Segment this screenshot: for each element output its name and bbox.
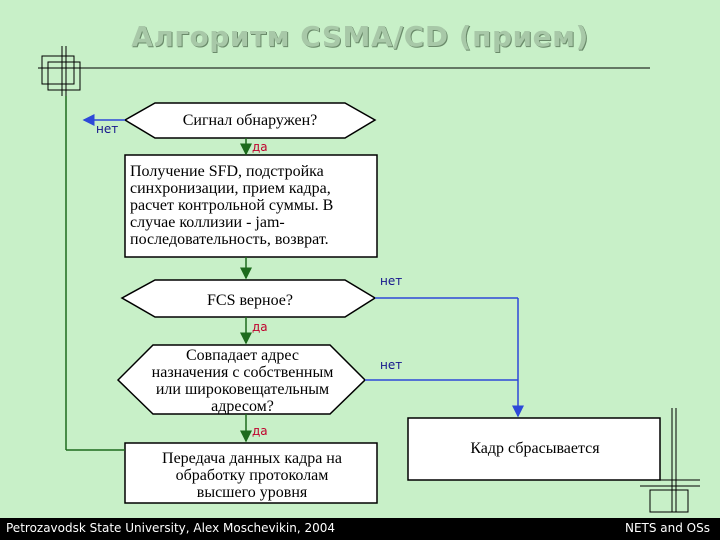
process-pass-up: [124, 442, 378, 504]
decision-signal-detected: [123, 102, 377, 139]
pass-up-line: обработку протоколам: [175, 467, 329, 484]
corner-decoration: [640, 408, 700, 513]
receive-line: последовательность, возврат.: [130, 231, 329, 248]
label-yes-signal: да: [252, 140, 268, 154]
title-decoration: [38, 46, 650, 96]
footer-bar: Petrozavodsk State University, Alex Mosc…: [0, 518, 720, 540]
arrow-loop-back: [65, 96, 125, 451]
address-line: назначения с собственным: [151, 364, 334, 381]
footer-course: NETS and OSs: [624, 521, 710, 535]
receive-line: случае коллизии - jam-: [130, 214, 285, 231]
label-no-signal: нет: [96, 122, 119, 136]
pass-up-line: Передача данных кадра на: [162, 450, 342, 467]
arrows-no-discard: [365, 297, 524, 418]
label-no-address: нет: [380, 358, 403, 372]
receive-line: расчет контрольной суммы. В: [130, 197, 334, 214]
label-no-fcs: нет: [380, 274, 403, 288]
text-receive-block: Получение SFD, подстройка синхронизации,…: [130, 163, 374, 248]
label-yes-fcs: да: [252, 320, 268, 334]
process-discard: [407, 417, 661, 481]
address-line: или широковещательным: [155, 381, 330, 398]
address-line: Совпадает адрес: [185, 347, 300, 364]
receive-line: Получение SFD, подстройка: [130, 163, 324, 180]
footer-credit: Petrozavodsk State University, Alex Mosc…: [6, 521, 336, 535]
text-pass-up: Передача данных кадра на обработку прото…: [130, 450, 374, 501]
address-line: адресом?: [211, 398, 274, 415]
text-discard: Кадр сбрасывается: [470, 440, 600, 457]
slide-title: Алгоритм CSMA/CD (прием): [131, 20, 589, 53]
text-address-match: Совпадает адрес назначения с собственным…: [140, 347, 345, 415]
label-yes-address: да: [252, 424, 268, 438]
receive-line: синхронизации, прием кадра,: [130, 180, 331, 197]
text-fcs-check: FCS верное?: [207, 292, 293, 309]
text-signal-detected: Сигнал обнаружен?: [182, 112, 318, 129]
pass-up-line: высшего уровня: [196, 484, 308, 501]
